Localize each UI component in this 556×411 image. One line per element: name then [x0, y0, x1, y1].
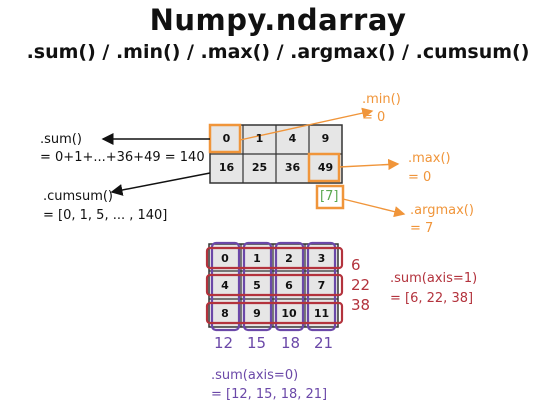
- sum-expression: = 0+1+...+36+49 = 140: [40, 150, 205, 165]
- min-value: = 0: [362, 110, 386, 125]
- bottom-cell: 10: [281, 307, 297, 320]
- argmax-index: [7]: [320, 189, 339, 204]
- cumsum-label: .cumsum(): [43, 189, 114, 204]
- col-outline-2: [274, 241, 305, 332]
- row-sum: 6: [351, 256, 361, 274]
- bottom-array-grid: [208, 243, 339, 328]
- bottom-cell: 3: [317, 252, 326, 265]
- row-outline-0: [205, 246, 344, 270]
- row-sum: 38: [351, 296, 371, 314]
- sum-label: .sum(): [40, 132, 82, 147]
- bottom-cell: 11: [313, 307, 330, 320]
- bottom-cell: 9: [253, 307, 261, 320]
- top-cell: 25: [251, 161, 268, 174]
- col-sum: 12: [214, 334, 234, 352]
- argmax-arrow: [342, 198, 406, 218]
- top-cell: 36: [284, 161, 301, 174]
- bottom-cell: 1: [253, 252, 261, 265]
- max-arrow: [338, 158, 400, 171]
- page-title: Numpy.ndarray: [149, 3, 407, 37]
- bottom-cell: 4: [221, 279, 229, 292]
- col-sum: 15: [247, 334, 267, 352]
- bottom-cell: 8: [221, 307, 229, 320]
- argmax-box: [315, 184, 345, 210]
- max-highlight: [307, 152, 341, 183]
- argmax-value: = 7: [410, 221, 434, 236]
- top-cell: 4: [288, 132, 297, 145]
- bottom-cell: 5: [253, 279, 261, 292]
- cumsum-arrow: [110, 172, 211, 196]
- col-outline-1: [242, 241, 273, 332]
- col-sum: 21: [314, 334, 334, 352]
- sum-axis0-label: .sum(axis=0): [211, 368, 299, 383]
- bottom-cell: 0: [221, 252, 229, 265]
- argmax-label: .argmax(): [410, 203, 474, 218]
- top-cell: 0: [222, 132, 231, 145]
- col-outline-0: [210, 241, 241, 332]
- col-sum: 18: [281, 334, 301, 352]
- row-outline-2: [205, 301, 344, 325]
- col-outline-3: [306, 241, 337, 332]
- top-cell: 49: [317, 161, 334, 174]
- bottom-cell: 6: [285, 279, 293, 292]
- sum-axis1-label: .sum(axis=1): [390, 271, 478, 286]
- bottom-cell: 7: [317, 279, 326, 292]
- top-cell: 16: [218, 161, 235, 174]
- top-cell: 9: [321, 132, 330, 145]
- row-sum: 22: [351, 276, 371, 294]
- max-value: = 0: [408, 170, 432, 185]
- sum-axis1-value: = [6, 22, 38]: [390, 291, 474, 306]
- bottom-cell: 2: [285, 252, 293, 265]
- cumsum-expression: = [0, 1, 5, ... , 140]: [43, 208, 168, 223]
- top-cell: 1: [255, 132, 264, 145]
- row-outline-1: [205, 273, 344, 297]
- max-label: .max(): [408, 151, 451, 166]
- sum-axis0-value: = [12, 15, 18, 21]: [211, 387, 328, 402]
- min-label: .min(): [362, 92, 401, 107]
- page-subtitle: .sum() / .min() / .max() / .argmax() / .…: [26, 41, 530, 63]
- min-arrow: [239, 107, 374, 141]
